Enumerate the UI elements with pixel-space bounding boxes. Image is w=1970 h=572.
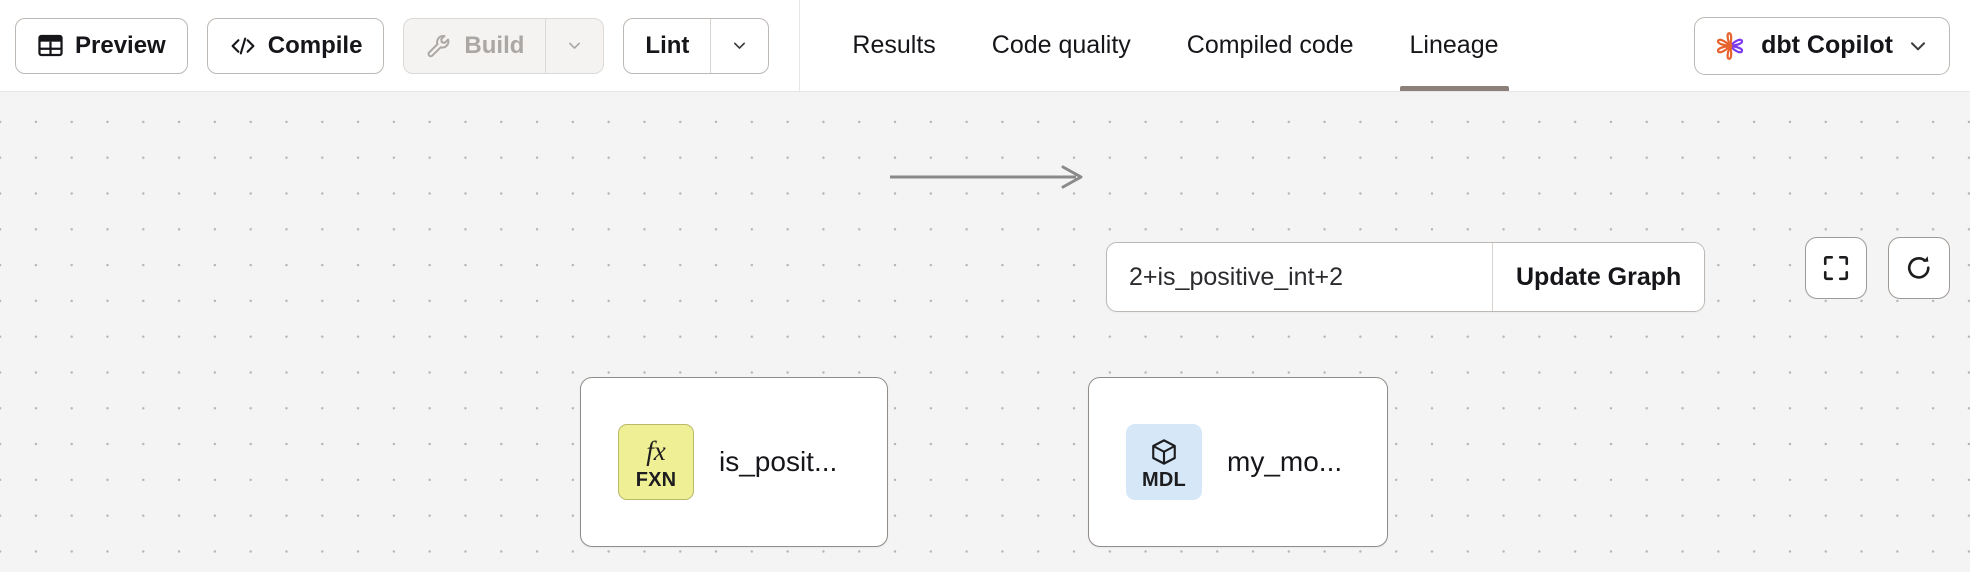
edge-layer [890,165,1083,189]
tab-label: Lineage [1409,31,1499,59]
wrench-icon [425,32,453,60]
fit-screen-icon [1821,253,1851,283]
lineage-node-is-positive-int[interactable]: fx FXN is_posit... [580,377,888,547]
tab-label: Compiled code [1186,31,1354,59]
build-button: Build [404,19,545,73]
tab-compiled-code[interactable]: Compiled code [1159,0,1382,91]
dbt-copilot-label: dbt Copilot [1761,31,1893,59]
tab-label: Results [852,31,936,59]
node-name-label: my_mo... [1227,446,1343,477]
cube-glyph [1149,435,1179,469]
result-pane-tabs: Results Code quality Compiled code Linea… [824,0,1526,91]
compile-button-label: Compile [267,31,363,59]
node-selector-input[interactable] [1107,243,1492,311]
dbt-copilot-button[interactable]: dbt Copilot [1694,16,1950,75]
lint-button-group: Lint [623,17,770,74]
canvas-controls [1805,237,1950,299]
refresh-icon [1904,253,1934,283]
fx-glyph: fx [646,435,666,469]
chevron-down-icon [566,37,583,54]
node-selector-bar: Update Graph [1106,242,1706,312]
app-header: Preview Compile [0,0,1970,92]
chevron-down-icon [1907,35,1929,57]
cube-icon: MDL [1126,424,1202,500]
tab-code-quality[interactable]: Code quality [964,0,1159,91]
lint-dropdown-toggle[interactable] [710,18,768,73]
build-button-label: Build [464,31,525,59]
tab-lineage[interactable]: Lineage [1382,0,1527,91]
lint-button-label: Lint [645,31,690,59]
lineage-node-my-model[interactable]: MDL my_mo... [1088,377,1388,547]
node-type-label: FXN [635,468,677,491]
copilot-area: dbt Copilot [1694,16,1970,75]
dbt-copilot-atom-icon [1713,29,1747,63]
fx-glyph-label: fx [646,436,666,466]
table-grid-icon [37,32,64,59]
update-graph-button[interactable]: Update Graph [1492,243,1705,311]
tab-results[interactable]: Results [824,0,963,91]
reset-button[interactable] [1888,237,1950,299]
code-brackets-icon [229,34,257,58]
preview-button-label: Preview [75,31,166,59]
compile-button[interactable]: Compile [206,17,385,74]
tab-label: Code quality [991,31,1131,59]
lint-button[interactable]: Lint [624,19,710,73]
chevron-down-icon [731,37,748,54]
toolbar-tabs-divider [799,0,800,91]
node-type-label: MDL [1142,468,1186,491]
build-button-group: Build [403,17,605,74]
build-dropdown-toggle [545,18,603,73]
editor-toolbar: Preview Compile [0,0,770,91]
function-icon: fx FXN [618,424,694,500]
fit-view-button[interactable] [1805,237,1867,299]
preview-button[interactable]: Preview [15,17,188,74]
lineage-canvas[interactable]: Update Graph [0,92,1970,572]
tab-active-indicator [1399,86,1509,91]
node-name-label: is_posit... [719,446,838,477]
